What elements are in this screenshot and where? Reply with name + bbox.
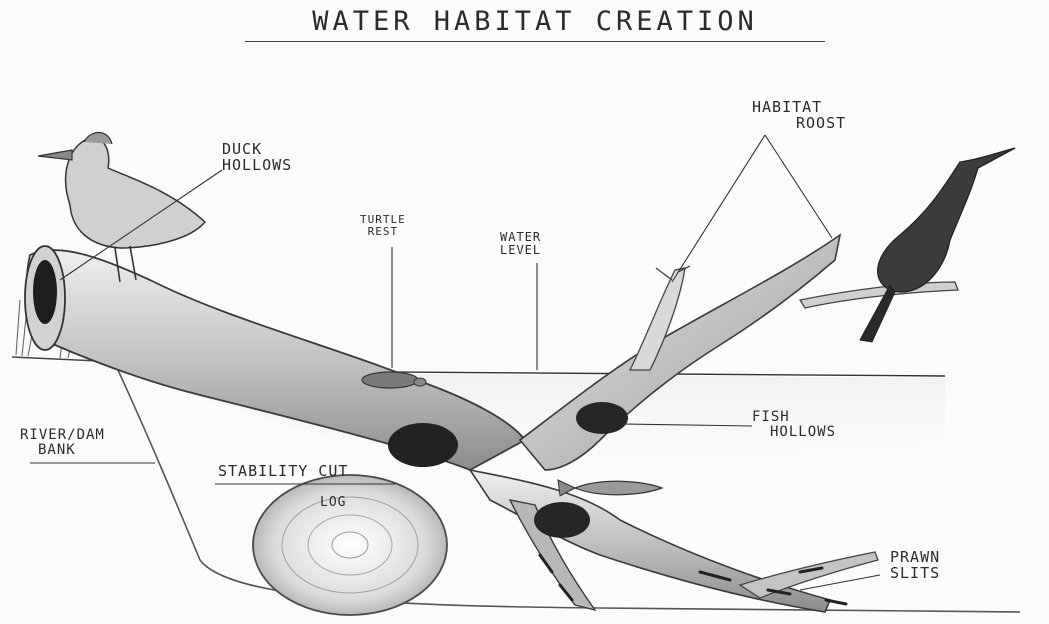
fish-hollow-large [388, 423, 458, 467]
turtle-rest-label: TURTLE REST [360, 214, 406, 237]
prawn-slits-label: PRAWN SLITS [890, 550, 940, 582]
page-title: WATER HABITAT CREATION [245, 6, 825, 37]
fish-hollow-upper [576, 402, 628, 434]
duck-hollows-label: DUCK HOLLOWS [222, 142, 292, 174]
habitat-roost-label: HABITAT ROOST [752, 100, 846, 132]
stability-cut-label: STABILITY CUT [218, 464, 348, 480]
darter-bird [860, 148, 1015, 342]
stability-cut-log [253, 475, 447, 615]
river-dam-bank-label: RIVER/DAM BANK [20, 428, 105, 457]
log-label: LOG [320, 496, 346, 510]
pointer-roost-right [765, 135, 832, 238]
pointer-roost-left [672, 135, 765, 282]
title-underline [245, 41, 825, 42]
water-level-label: WATER LEVEL [500, 231, 541, 256]
fish-hollow-lower [534, 502, 590, 538]
duck-hollow [33, 260, 57, 324]
fish [558, 480, 662, 496]
fish-hollows-label: FISH HOLLOWS [752, 410, 836, 439]
